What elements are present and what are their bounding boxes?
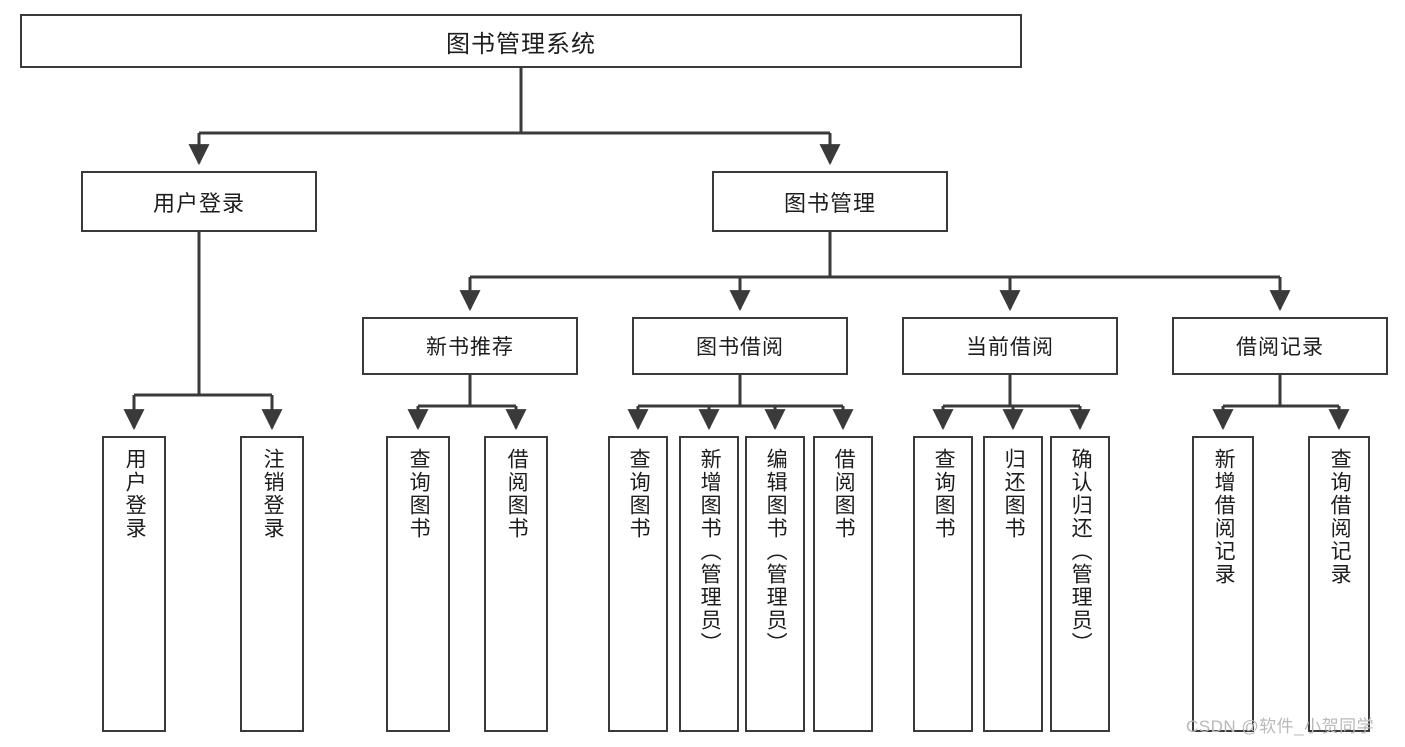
node-current-borrow[interactable]: 当前借阅 <box>902 317 1118 375</box>
node-leaf-user-login[interactable]: 用户登录 <box>102 436 166 732</box>
node-leaf-confirm-return[interactable]: 确认归还（管理员） <box>1050 436 1110 732</box>
node-new-book-recommend[interactable]: 新书推荐 <box>362 317 578 375</box>
node-leaf-edit-book[interactable]: 编辑图书（管理员） <box>745 436 805 732</box>
node-book-borrow[interactable]: 图书借阅 <box>632 317 848 375</box>
node-leaf-query-borrow-record-label: 查询借阅记录 <box>1328 448 1352 586</box>
node-book-management-label: 图书管理 <box>783 190 876 216</box>
node-leaf-add-book[interactable]: 新增图书（管理员） <box>679 436 739 732</box>
node-leaf-user-logout[interactable]: 注销登录 <box>240 436 304 732</box>
node-borrow-record-label: 借阅记录 <box>1236 336 1324 359</box>
node-leaf-query-book-borrow-label: 查询图书 <box>627 448 651 540</box>
node-leaf-query-borrow-record[interactable]: 查询借阅记录 <box>1308 436 1370 732</box>
node-leaf-query-book-rec-label: 查询图书 <box>407 448 431 540</box>
node-user-login[interactable]: 用户登录 <box>81 171 317 232</box>
node-book-management[interactable]: 图书管理 <box>712 171 948 232</box>
node-current-borrow-label: 当前借阅 <box>966 336 1054 359</box>
node-leaf-borrow-book-bb[interactable]: 借阅图书 <box>813 436 873 732</box>
node-root-label: 图书管理系统 <box>446 30 596 58</box>
node-borrow-record[interactable]: 借阅记录 <box>1172 317 1388 375</box>
node-leaf-user-login-label: 用户登录 <box>123 448 147 540</box>
node-leaf-query-book-cur[interactable]: 查询图书 <box>913 436 973 732</box>
node-leaf-query-book-cur-label: 查询图书 <box>932 448 956 540</box>
node-leaf-confirm-return-label: 确认归还（管理员） <box>1069 448 1093 655</box>
node-leaf-add-borrow-record[interactable]: 新增借阅记录 <box>1192 436 1254 732</box>
csdn-watermark: CSDN @软件_小贺同学 <box>1186 717 1375 736</box>
node-leaf-borrow-book-rec-label: 借阅图书 <box>505 448 529 540</box>
node-leaf-return-book[interactable]: 归还图书 <box>983 436 1043 732</box>
node-leaf-edit-book-label: 编辑图书（管理员） <box>764 448 788 655</box>
node-new-book-recommend-label: 新书推荐 <box>426 336 514 359</box>
node-leaf-add-borrow-record-label: 新增借阅记录 <box>1212 448 1236 586</box>
node-leaf-add-book-label: 新增图书（管理员） <box>698 448 722 655</box>
node-leaf-query-book-rec[interactable]: 查询图书 <box>386 436 450 732</box>
node-leaf-user-logout-label: 注销登录 <box>261 448 285 540</box>
node-leaf-borrow-book-rec[interactable]: 借阅图书 <box>484 436 548 732</box>
node-user-login-label: 用户登录 <box>152 190 245 216</box>
node-book-borrow-label: 图书借阅 <box>696 336 784 359</box>
node-root[interactable]: 图书管理系统 <box>20 14 1022 68</box>
node-leaf-query-book-borrow[interactable]: 查询图书 <box>608 436 668 732</box>
node-leaf-borrow-book-bb-label: 借阅图书 <box>832 448 856 540</box>
node-leaf-return-book-label: 归还图书 <box>1002 448 1026 540</box>
